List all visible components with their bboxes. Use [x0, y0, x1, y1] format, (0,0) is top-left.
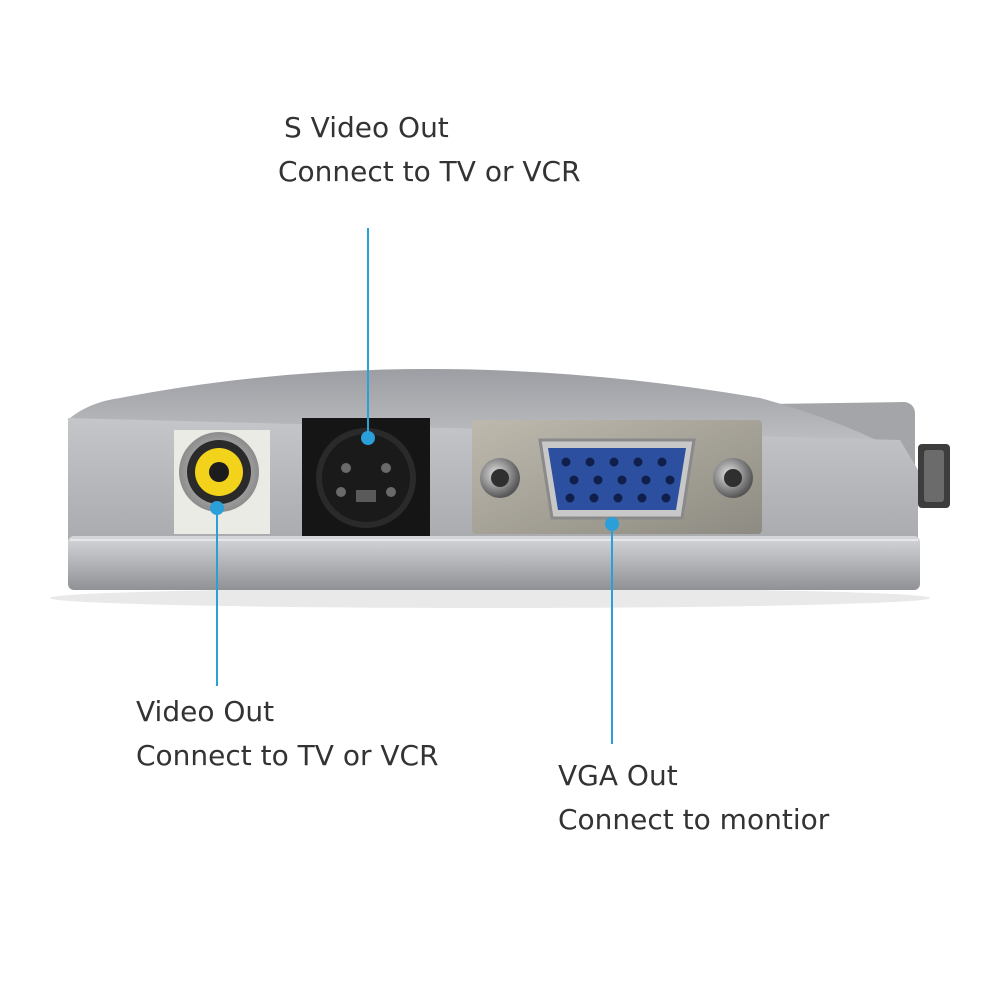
svideo-callout: S Video Out Connect to TV or VCR: [278, 111, 581, 202]
video-callout: Video Out Connect to TV or VCR: [136, 698, 439, 786]
vga-callout: VGA Out Connect to montior: [558, 762, 829, 850]
video-title: Video Out: [136, 695, 275, 728]
svideo-subtitle: Connect to TV or VCR: [278, 155, 581, 188]
vga-port: [472, 420, 762, 534]
vga-leader: [605, 517, 619, 744]
vga-subtitle: Connect to montior: [558, 803, 830, 836]
device-base: [68, 536, 920, 590]
svideo-title: S Video Out: [284, 111, 449, 144]
device-shadow: [50, 588, 930, 608]
video-leader: [210, 501, 224, 686]
svideo-port: [302, 418, 430, 536]
rca-video-jack: [174, 430, 270, 534]
video-subtitle: Connect to TV or VCR: [136, 739, 439, 772]
svideo-leader: [361, 228, 375, 445]
vga-title: VGA Out: [558, 759, 678, 792]
